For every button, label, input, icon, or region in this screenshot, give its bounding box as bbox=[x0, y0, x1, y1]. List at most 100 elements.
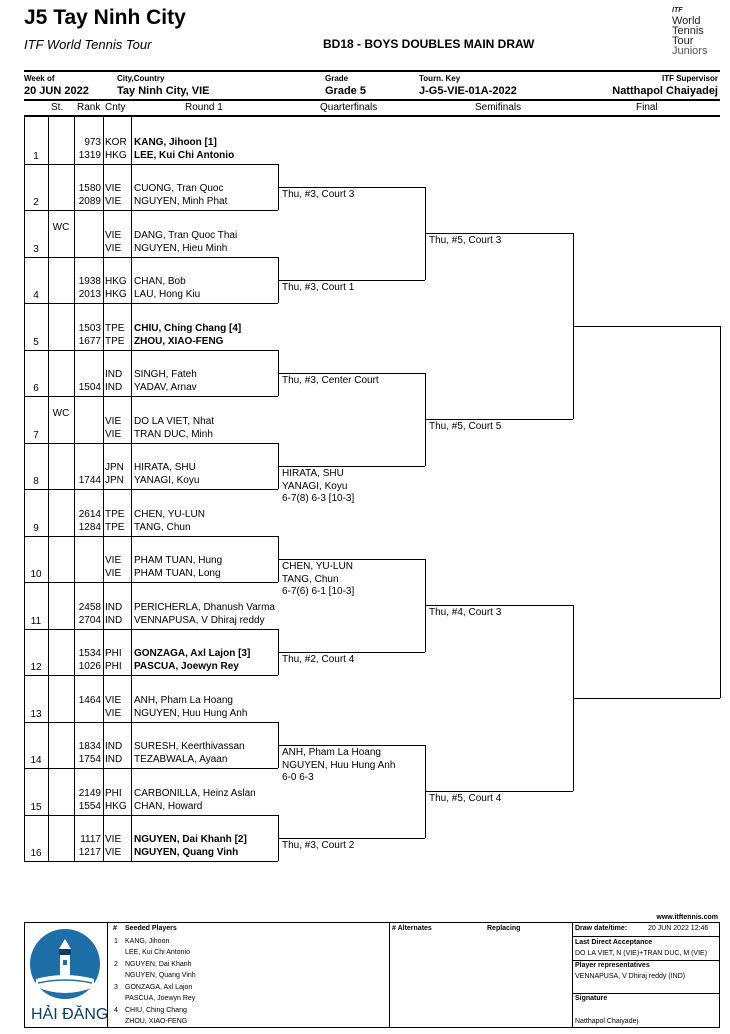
player-2[interactable]: PHAM TUAN, Long bbox=[134, 568, 221, 579]
seed-player-1: NGUYEN, Dai Khanh bbox=[125, 961, 192, 968]
replacing-title: Replacing bbox=[487, 925, 521, 932]
rank-2: 1754 bbox=[78, 754, 101, 765]
player-2[interactable]: NGUYEN, Minh Phat bbox=[134, 196, 228, 207]
city-value: Tay Ninh City, VIE bbox=[117, 85, 210, 97]
footer-rule-2 bbox=[572, 960, 720, 961]
country-1: HKG bbox=[105, 276, 127, 287]
player-1[interactable]: CUONG, Tran Quoc bbox=[134, 183, 224, 194]
country-2: VIE bbox=[105, 568, 122, 579]
draw-position: 10 bbox=[30, 569, 42, 580]
qf-schedule: Thu, #3, Court 3 bbox=[282, 188, 355, 200]
player-1[interactable]: NGUYEN, Dai Khanh [2] bbox=[134, 834, 247, 845]
rank-2: 2013 bbox=[78, 289, 101, 300]
sf-schedule: Thu, #5, Court 5 bbox=[429, 421, 502, 433]
rank-2: 1026 bbox=[78, 661, 101, 672]
col-st: St. bbox=[51, 102, 64, 113]
country-1: PHI bbox=[105, 648, 122, 659]
player-1[interactable]: CARBONILLA, Heinz Aslan bbox=[134, 787, 256, 799]
player-2[interactable]: TRAN DUC, Minh bbox=[134, 428, 213, 440]
lda-label: Last Direct Acceptance bbox=[575, 939, 653, 946]
draw-date-value: 20 JUN 2022 12:46 bbox=[648, 925, 709, 932]
seed-hash: # bbox=[113, 925, 117, 932]
rank-2: 1217 bbox=[78, 847, 101, 858]
seed-player-1: KANG, Jihoon bbox=[125, 938, 170, 945]
player-1[interactable]: CHAN, Bob bbox=[134, 276, 186, 287]
qf-line bbox=[278, 186, 425, 188]
player-1[interactable]: KANG, Jihoon [1] bbox=[134, 136, 217, 148]
qf-score: 6-0 6-3 bbox=[282, 771, 314, 783]
player-2[interactable]: PASCUA, Joewyn Rey bbox=[134, 661, 239, 672]
seed-player-2: NGUYEN, Quang Vinh bbox=[125, 972, 196, 979]
qf-winner-2: TANG, Chun bbox=[282, 573, 339, 585]
player-2[interactable]: NGUYEN, Hieu Minh bbox=[134, 242, 228, 254]
draw-position: 2 bbox=[33, 197, 39, 208]
rank-1: 1534 bbox=[78, 648, 101, 659]
player-1[interactable]: CHEN, YU-LUN bbox=[134, 508, 205, 520]
qf-line bbox=[278, 372, 425, 374]
player-1[interactable]: SURESH, Keerthivassan bbox=[134, 741, 245, 752]
player-2[interactable]: NGUYEN, Quang Vinh bbox=[134, 847, 239, 858]
col-quarterfinals: Quarterfinals bbox=[320, 102, 378, 113]
entry-line bbox=[24, 442, 278, 444]
logo-line-2: Tennis bbox=[672, 25, 704, 37]
qf-line bbox=[278, 744, 425, 746]
entry-line bbox=[24, 163, 278, 165]
country-2: HKG bbox=[105, 289, 127, 300]
player-2[interactable]: YANAGI, Koyu bbox=[134, 475, 200, 486]
player-2[interactable]: LAU, Hong Kiu bbox=[134, 289, 201, 300]
sf-line bbox=[425, 233, 573, 235]
country-2: IND bbox=[105, 382, 123, 393]
rep-value: VENNAPUSA, V Dhiraj reddy (IND) bbox=[575, 973, 686, 980]
draw-position: 12 bbox=[30, 662, 42, 673]
player-1[interactable]: PERICHERLA, Dhanush Varma bbox=[134, 601, 275, 613]
draw-position: 3 bbox=[33, 243, 39, 255]
player-2[interactable]: YADAV, Arnav bbox=[134, 382, 197, 393]
player-2[interactable]: LEE, Kui Chi Antonio bbox=[134, 149, 235, 161]
tournament-title: J5 Tay Ninh City bbox=[24, 6, 186, 29]
entry-line bbox=[24, 768, 278, 769]
player-1[interactable]: ANH, Pham La Hoang bbox=[134, 694, 233, 706]
grade-value: Grade 5 bbox=[325, 85, 366, 97]
rank-1: 1834 bbox=[78, 741, 101, 752]
seed-player-1: GONZAGA, Axl Lajon bbox=[125, 984, 193, 991]
country-1: VIE bbox=[105, 415, 122, 427]
player-1[interactable]: DO LA VIET, Nhat bbox=[134, 415, 215, 427]
player-1[interactable]: GONZAGA, Axl Lajon [3] bbox=[134, 648, 251, 659]
supervisor-value: Natthapol Chaiyadej bbox=[612, 85, 718, 97]
player-1[interactable]: HIRATA, SHU bbox=[134, 462, 196, 473]
country-2: TPE bbox=[105, 335, 125, 347]
qf-winner-2: YANAGI, Koyu bbox=[282, 480, 348, 492]
rank-2: 1744 bbox=[78, 475, 101, 486]
entry-line bbox=[24, 256, 278, 258]
sf-line bbox=[425, 605, 573, 607]
sf-schedule: Thu, #5, Court 4 bbox=[429, 793, 502, 805]
final-line bbox=[573, 698, 720, 700]
champion-connector bbox=[720, 326, 721, 699]
player-2[interactable]: ZHOU, XIAO-FENG bbox=[134, 335, 224, 347]
player-2[interactable]: TEZABWALA, Ayaan bbox=[134, 754, 228, 765]
seed-number: 4 bbox=[114, 1007, 118, 1014]
country-1: PHI bbox=[105, 787, 122, 799]
entry-line bbox=[24, 814, 278, 816]
qf-line bbox=[278, 558, 425, 560]
player-1[interactable]: PHAM TUAN, Hung bbox=[134, 555, 223, 566]
rank-1: 2458 bbox=[78, 601, 101, 613]
player-1[interactable]: SINGH, Fateh bbox=[134, 369, 197, 380]
player-2[interactable]: CHAN, Howard bbox=[134, 800, 203, 812]
country-2: VIE bbox=[105, 847, 122, 858]
draw-position: 14 bbox=[30, 755, 42, 766]
seeded-players-title: Seeded Players bbox=[125, 925, 177, 932]
website[interactable]: www.itftennis.com bbox=[656, 914, 718, 921]
player-2[interactable]: NGUYEN, Huu Hung Anh bbox=[134, 707, 248, 719]
alternates-title: # Alternates bbox=[392, 925, 432, 932]
player-2[interactable]: TANG, Chun bbox=[134, 521, 191, 533]
rank-2: 2704 bbox=[78, 614, 101, 626]
player-1[interactable]: CHIU, Ching Chang [4] bbox=[134, 322, 242, 334]
sf-line bbox=[425, 419, 573, 421]
draw-position: 9 bbox=[33, 522, 39, 534]
draw-position: 16 bbox=[30, 848, 42, 859]
tourn-key-value: J-G5-VIE-01A-2022 bbox=[419, 85, 517, 97]
rank-1: 2614 bbox=[78, 508, 101, 520]
player-2[interactable]: VENNAPUSA, V Dhiraj reddy bbox=[134, 614, 265, 626]
player-1[interactable]: DANG, Tran Quoc Thai bbox=[134, 229, 238, 241]
